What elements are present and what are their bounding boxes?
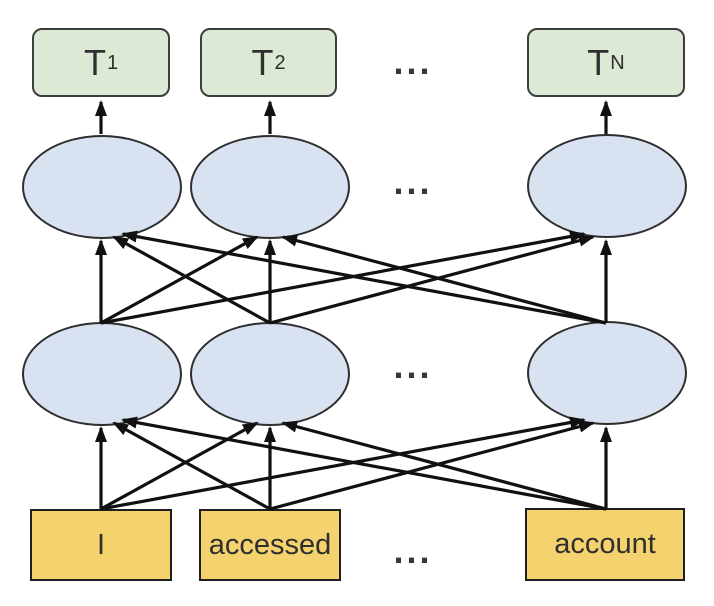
hidden-node-bottom-2 (190, 322, 350, 426)
hidden-node-bottom-1 (22, 322, 182, 426)
ellipsis-output-row: ... (393, 41, 433, 83)
hidden-node-top-2 (190, 135, 350, 239)
input-token-label: I (96, 528, 106, 561)
output-token-label: T (83, 41, 106, 83)
output-token-label: T (587, 41, 610, 83)
ellipsis-bottom-hidden-row: ... (393, 345, 433, 387)
input-token-box-2: accessed (199, 509, 341, 581)
input-token-box-1: I (30, 509, 172, 581)
input-token-label: account (554, 528, 656, 560)
ellipsis-top-hidden-row: ... (393, 161, 433, 203)
output-token-label: T (251, 41, 274, 83)
input-token-box-n: account (525, 508, 685, 581)
hidden-node-bottom-n (527, 321, 687, 425)
input-token-label: accessed (208, 528, 332, 561)
hidden-node-top-1 (22, 135, 182, 239)
hidden-node-top-n (527, 134, 687, 238)
ellipsis-input-row: ... (393, 530, 433, 572)
